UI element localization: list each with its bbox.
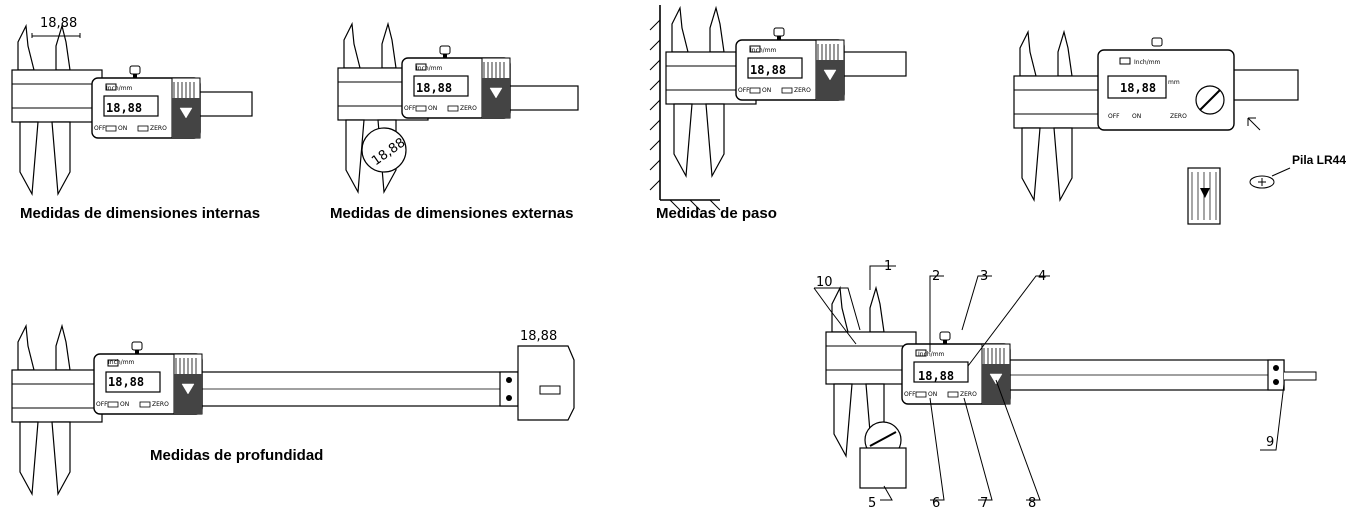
figure-battery-replacement: 18,88 Inch/mm mm OFF ON ZERO Pila LR44 — [1013, 31, 1346, 225]
zero-label-battery: ZERO — [1170, 113, 1187, 120]
lcd-reading-external: 18,88 — [416, 81, 452, 95]
unit-button-label-battery: Inch/mm — [1134, 59, 1161, 66]
lcd-reading-parts: 18,88 — [918, 369, 954, 383]
figure-internal-measurement: 18,88 18,88 Inch/mm OFF ON ZERO Medidas … — [11, 16, 260, 222]
caption-external: Medidas de dimensiones externas — [330, 205, 573, 222]
figure-step-measurement: 18,88 Inch/mm OFF ON ZERO Medidas de pas… — [649, 5, 907, 222]
unit-button-label-parts: Inch/mm — [918, 351, 945, 358]
figure-external-measurement: 18,88 18,88 Inch/mm OFF ON ZERO Medidas … — [330, 23, 579, 222]
off-label-battery: OFF — [1108, 113, 1120, 120]
unit-mm-battery: mm — [1168, 79, 1180, 86]
lcd-reading-internal: 18,88 — [106, 101, 142, 115]
part-number-3: 3 — [980, 269, 988, 284]
off-label-parts: OFF — [904, 391, 916, 398]
part-number-5: 5 — [868, 496, 876, 510]
battery-label: Pila LR44 — [1292, 153, 1346, 167]
unit-button-label-internal: Inch/mm — [106, 85, 133, 92]
caption-step: Medidas de paso — [656, 205, 777, 222]
figure-depth-measurement: 18,88 18,88 Inch/mm OFF ON ZERO Medidas … — [11, 325, 575, 495]
zero-label-depth: ZERO — [152, 401, 169, 408]
dimension-reading-internal: 18,88 — [40, 16, 77, 31]
part-number-9: 9 — [1266, 435, 1274, 450]
lcd-reading-depth: 18,88 — [108, 375, 144, 389]
workpiece-circle — [361, 127, 407, 173]
zero-label-parts: ZERO — [960, 391, 977, 398]
on-label-parts: ON — [928, 391, 937, 398]
on-label-internal: ON — [118, 125, 127, 132]
part-number-1: 1 — [884, 259, 892, 274]
unit-button-label-depth: Inch/mm — [108, 359, 135, 366]
off-label-external: OFF — [404, 105, 416, 112]
zero-label-external: ZERO — [460, 105, 477, 112]
part-number-10: 10 — [816, 275, 833, 290]
unit-button-label-external: Inch/mm — [416, 65, 443, 72]
on-label-external: ON — [428, 105, 437, 112]
on-label-battery: ON — [1132, 113, 1141, 120]
lcd-reading-step: 18,88 — [750, 63, 786, 77]
part-number-8: 8 — [1028, 496, 1036, 510]
unit-button-label-step: Inch/mm — [750, 47, 777, 54]
off-label-internal: OFF — [94, 125, 106, 132]
figure-parts-diagram: 18,88 Inch/mm OFF ON ZERO 1 2 3 4 5 6 7 … — [813, 259, 1317, 510]
part-number-4: 4 — [1038, 269, 1046, 284]
caption-internal: Medidas de dimensiones internas — [20, 205, 260, 222]
lcd-reading-battery: 18,88 — [1120, 81, 1156, 95]
off-label-step: OFF — [738, 87, 750, 94]
zero-label-internal: ZERO — [150, 125, 167, 132]
on-label-depth: ON — [120, 401, 129, 408]
dimension-reading-depth: 18,88 — [520, 329, 557, 344]
off-label-depth: OFF — [96, 401, 108, 408]
part-number-6: 6 — [932, 496, 940, 510]
zero-label-step: ZERO — [794, 87, 811, 94]
part-number-2: 2 — [932, 269, 940, 284]
on-label-step: ON — [762, 87, 771, 94]
part-number-7: 7 — [980, 496, 988, 510]
caption-depth: Medidas de profundidad — [150, 447, 323, 464]
